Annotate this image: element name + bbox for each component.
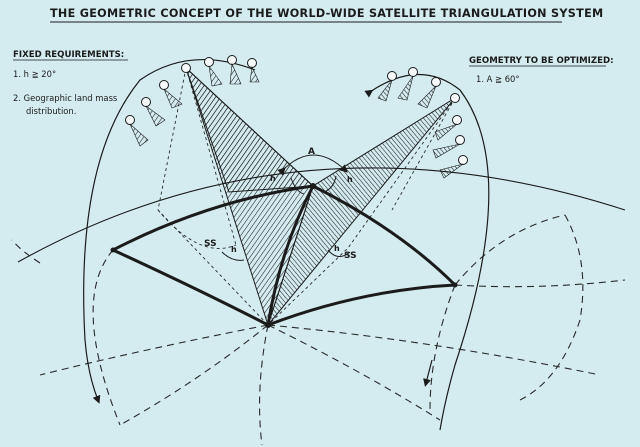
- satellite-icon: [227, 55, 237, 65]
- left-cone-upper: [185, 67, 315, 193]
- grid-line: [429, 284, 456, 411]
- satellite-icon: [125, 115, 135, 125]
- elevation-arc: [290, 177, 305, 195]
- grid-line: [11, 239, 41, 264]
- ss-label-right: SS: [344, 251, 357, 261]
- triangle-side: [267, 283, 456, 327]
- elevation-label: h: [270, 174, 276, 183]
- elevation-arc: [221, 251, 245, 261]
- fixed-requirement-2-line1: 2. Geographic land mass: [13, 93, 117, 103]
- grid-line: [519, 214, 584, 401]
- grid-line: [39, 324, 269, 376]
- station-point: [452, 282, 458, 288]
- grid-line: [454, 279, 626, 288]
- fixed-requirements-heading: FIXED REQUIREMENTS:: [13, 50, 124, 60]
- satellite-beam: [417, 85, 437, 109]
- satellite-icon: [431, 77, 441, 87]
- satellite-icon: [408, 67, 418, 77]
- triangle-side: [266, 185, 315, 326]
- satellite-beam: [129, 123, 149, 147]
- satellite-icon: [247, 58, 257, 68]
- satellite-beam: [145, 105, 166, 127]
- triangle-side: [112, 184, 314, 252]
- satellite-beam: [377, 79, 393, 102]
- angle-a-arc: [277, 154, 348, 176]
- left-satellites: [125, 55, 260, 147]
- satellite-beam: [163, 88, 183, 109]
- satellite-beam: [434, 123, 458, 141]
- sight-line: [185, 67, 237, 246]
- satellite-beam: [208, 65, 223, 87]
- station-point: [310, 183, 316, 189]
- satellite-icon: [181, 63, 191, 73]
- grid-line: [259, 324, 269, 446]
- grid-line: [267, 324, 601, 376]
- satellite-beam: [249, 65, 260, 83]
- grid-line: [119, 324, 269, 426]
- grid-line: [454, 214, 566, 286]
- elevation-arc: [327, 249, 351, 257]
- satellite-beam: [397, 75, 414, 101]
- left-satellite-orbit: [83, 58, 256, 404]
- angle-a-label: A: [308, 147, 315, 157]
- ss-label-left: SS: [204, 239, 217, 249]
- satellite-beam: [229, 62, 242, 85]
- satellite-icon: [455, 135, 465, 145]
- station-point: [110, 247, 116, 253]
- orbit-direction-arrow: [423, 359, 433, 387]
- satellite-beam: [432, 143, 461, 159]
- satellite-beam: [439, 163, 464, 179]
- satellite-icon: [450, 93, 460, 103]
- elevation-label: h: [231, 245, 237, 254]
- right-satellites: [377, 67, 468, 179]
- satellite-icon: [141, 97, 151, 107]
- satellite-icon: [458, 155, 468, 165]
- right-satellite-orbit: [364, 73, 490, 431]
- satellite-icon: [387, 71, 397, 81]
- grid-line: [267, 324, 441, 421]
- fixed-requirement-1: 1. h ≧ 20°: [13, 69, 56, 79]
- triangle-side: [312, 184, 457, 287]
- sight-line: [157, 209, 237, 249]
- optimize-heading: GEOMETRY TO BE OPTIMIZED:: [469, 56, 614, 66]
- page-title: THE GEOMETRIC CONCEPT OF THE WORLD-WIDE …: [50, 7, 603, 20]
- triangle-side: [112, 248, 269, 327]
- station-point: [265, 322, 271, 328]
- satellite-icon: [204, 57, 214, 67]
- satellite-icon: [452, 115, 462, 125]
- elevation-label: h: [334, 244, 340, 253]
- optimize-item-1: 1. A ≧ 60°: [476, 74, 520, 84]
- satellite-icon: [159, 80, 169, 90]
- fixed-requirement-2-line2: distribution.: [26, 106, 76, 116]
- elevation-label: h: [347, 175, 353, 184]
- sight-line: [267, 97, 456, 326]
- elevation-arc: [323, 175, 337, 193]
- grid-line: [92, 249, 121, 426]
